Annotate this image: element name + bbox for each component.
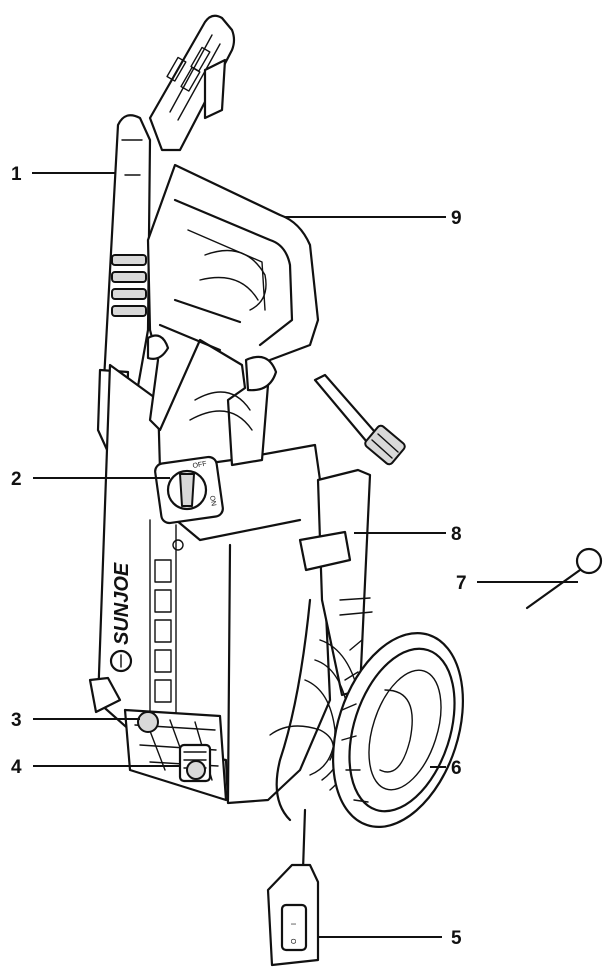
wheel [332, 632, 464, 828]
water-inlet-fitting [137, 711, 159, 733]
callout-4: 4 [11, 757, 22, 778]
callout-1: 1 [11, 164, 22, 185]
nozzle-cleaning-pin [525, 547, 603, 610]
callout-3: 3 [11, 710, 22, 731]
svg-text:ON: ON [208, 495, 217, 507]
callout-numbers: 1 2 3 4 5 6 7 8 9 [11, 164, 467, 949]
water-outlet-fitting [178, 743, 212, 783]
plug-switch-on: I [291, 923, 298, 925]
plug-switch-off: O [291, 938, 298, 944]
callout-6: 6 [451, 758, 462, 779]
callout-9: 9 [451, 208, 462, 229]
svg-text:OFF: OFF [192, 461, 207, 470]
callout-5: 5 [451, 928, 462, 949]
callout-leaders [32, 172, 578, 938]
brand-name: SUNJOE [111, 562, 133, 645]
callout-2: 2 [11, 469, 22, 490]
gfci-plug: O I [266, 863, 320, 967]
vent-slots [154, 559, 172, 703]
lance-tube [313, 373, 406, 466]
power-dial: OFF ON [154, 455, 224, 551]
upper-handle [148, 14, 236, 152]
upper-frame [146, 163, 320, 467]
callout-7: 7 [456, 573, 467, 594]
brand-logo: SUNJOE [109, 562, 133, 673]
callout-8: 8 [451, 524, 462, 545]
